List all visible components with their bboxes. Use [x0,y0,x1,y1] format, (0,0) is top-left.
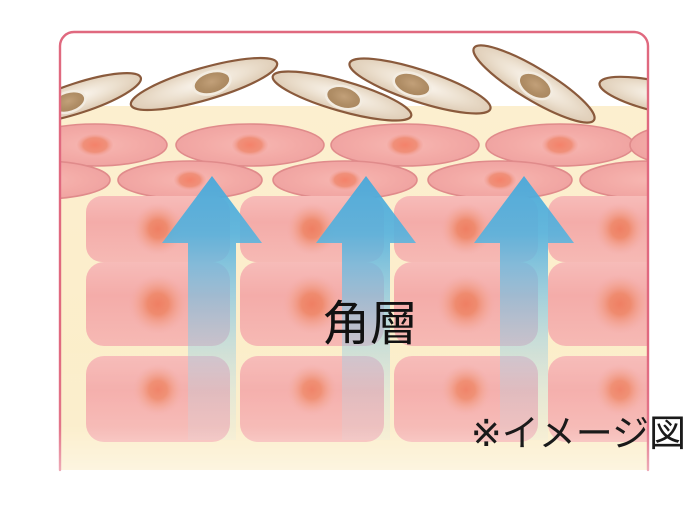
corneocyte-layer [60,44,648,124]
granular-layer-row-1 [60,123,648,167]
moisture-arrows [162,176,574,440]
image-note-caption: ※イメージ図 [470,412,686,455]
arrow-up-3 [474,176,574,440]
panel-background [60,32,648,470]
arrow-up-2 [316,176,416,440]
corneocyte [271,70,413,122]
arrow-up-1 [162,176,262,440]
corneocyte [129,56,279,112]
panel-border [58,30,650,472]
corneocyte [472,44,596,124]
granular-layer-row-2 [60,160,648,200]
corneocyte [348,57,492,115]
stratum-corneum-label: 角層 [322,296,419,352]
